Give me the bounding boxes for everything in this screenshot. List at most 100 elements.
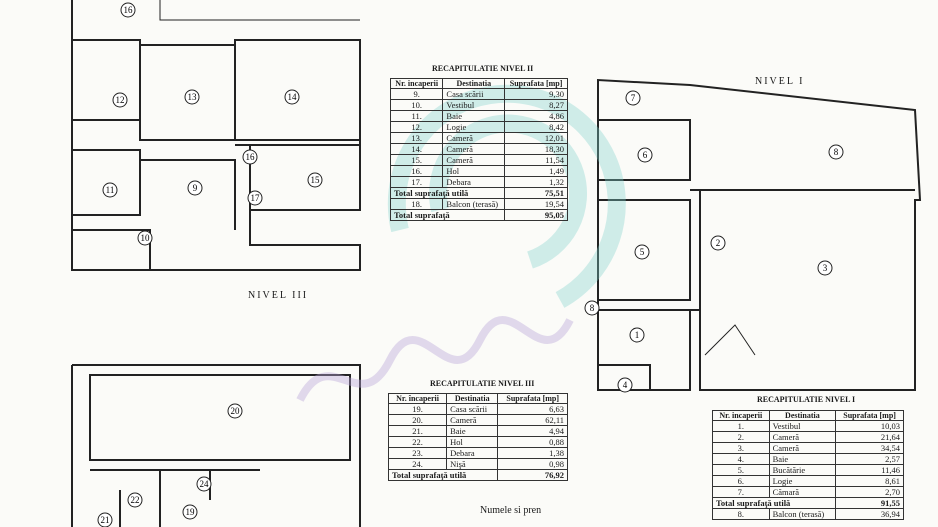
room-marker <box>102 182 118 198</box>
room-number: 11 <box>106 185 115 195</box>
table-cell: 24. <box>387 458 448 470</box>
table-cell: Cameră <box>442 154 506 166</box>
table-cell: 4,86 <box>504 110 568 122</box>
table-cell: 8,61 <box>835 475 904 487</box>
room-number: 4 <box>623 380 628 390</box>
table-cell: 0,98 <box>497 458 568 470</box>
table-cell: 91,55 <box>835 497 904 509</box>
table-cell: 22. <box>387 436 448 448</box>
table-cell: 5. <box>712 464 770 476</box>
table-cell: 7. <box>712 486 770 498</box>
room-number: 7 <box>631 93 636 103</box>
table-cell: 11. <box>389 110 444 122</box>
room-marker <box>817 260 833 276</box>
table-cell: Bucătărie <box>768 464 837 476</box>
room-number: 16 <box>246 152 256 162</box>
room-number: 21 <box>101 515 110 525</box>
table-cell: 8,27 <box>504 99 568 111</box>
table-cell: 21. <box>387 425 448 437</box>
room-number: 1 <box>635 330 640 340</box>
table-cell: Logie <box>442 121 506 133</box>
room-number: 2 <box>716 238 721 248</box>
room-marker <box>625 90 641 106</box>
room-marker <box>617 377 633 393</box>
table-cell: 1,32 <box>504 176 568 188</box>
recap-nivel-i-title: RECAPITULATIE NIVEL I <box>757 395 856 404</box>
table-cell: Total suprafaţă utilă <box>389 187 506 199</box>
table-cell: 18,30 <box>504 143 568 155</box>
table-cell: Cameră <box>446 414 499 426</box>
table-cell: Cameră <box>442 143 506 155</box>
table-cell: 6. <box>712 475 770 487</box>
table-cell: 8,42 <box>504 121 568 133</box>
table-cell: Balcon (terasă) <box>768 508 837 520</box>
table-cell: 9,30 <box>504 88 568 100</box>
table-cell: 11,54 <box>504 154 568 166</box>
room-number: 8 <box>590 303 595 313</box>
room-marker <box>284 89 300 105</box>
room-number: 3 <box>823 263 828 273</box>
room-marker <box>584 300 600 316</box>
table-cell: 76,92 <box>497 469 568 481</box>
table-cell: 12,01 <box>504 132 568 144</box>
table-cell: 4. <box>712 453 770 465</box>
table-cell: Nr. incaperii <box>712 410 770 421</box>
table-cell: 14. <box>389 143 444 155</box>
table-cell: Destinatia <box>442 78 506 89</box>
table-cell: Suprafata [mp] <box>835 410 904 421</box>
room-number: 19 <box>186 507 196 517</box>
room-number: 5 <box>640 247 645 257</box>
table-cell: Vestibul <box>768 420 837 432</box>
room-marker <box>634 244 650 260</box>
table-cell: 10. <box>389 99 444 111</box>
table-cell: 17. <box>389 176 444 188</box>
room-marker <box>184 89 200 105</box>
room-number: 6 <box>643 150 648 160</box>
table-cell: Total suprafaţă utilă <box>387 469 499 481</box>
table-cell: Debara <box>446 447 499 459</box>
table-cell: 0,88 <box>497 436 568 448</box>
table-cell: Vestibul <box>442 99 506 111</box>
table-cell: Logie <box>768 475 837 487</box>
table-cell: 75,51 <box>504 187 568 199</box>
table-cell: Balcon (terasă) <box>442 198 506 210</box>
table-row: 8.Balcon (terasă)36,94 <box>712 508 904 520</box>
table-cell: 13. <box>389 132 444 144</box>
table-cell: 11,46 <box>835 464 904 476</box>
room-marker <box>196 476 212 492</box>
table-cell: Casa scării <box>442 88 506 100</box>
table-cell: 15. <box>389 154 444 166</box>
recap-nivel-ii-title: RECAPITULATIE NIVEL II <box>432 64 534 73</box>
room-number: 22 <box>131 495 140 505</box>
table-cell: Total suprafaţă <box>389 209 506 221</box>
room-number: 9 <box>193 183 198 193</box>
room-marker <box>242 149 258 165</box>
table-cell: 2. <box>712 431 770 443</box>
table-row: 18.Balcon (terasă)19,54 <box>389 198 568 210</box>
table-cell: 23. <box>387 447 448 459</box>
room-marker <box>307 172 323 188</box>
room-marker <box>710 235 726 251</box>
table-cell: 2,57 <box>835 453 904 465</box>
room-marker <box>227 403 243 419</box>
room-marker <box>637 147 653 163</box>
room-marker <box>182 504 198 520</box>
